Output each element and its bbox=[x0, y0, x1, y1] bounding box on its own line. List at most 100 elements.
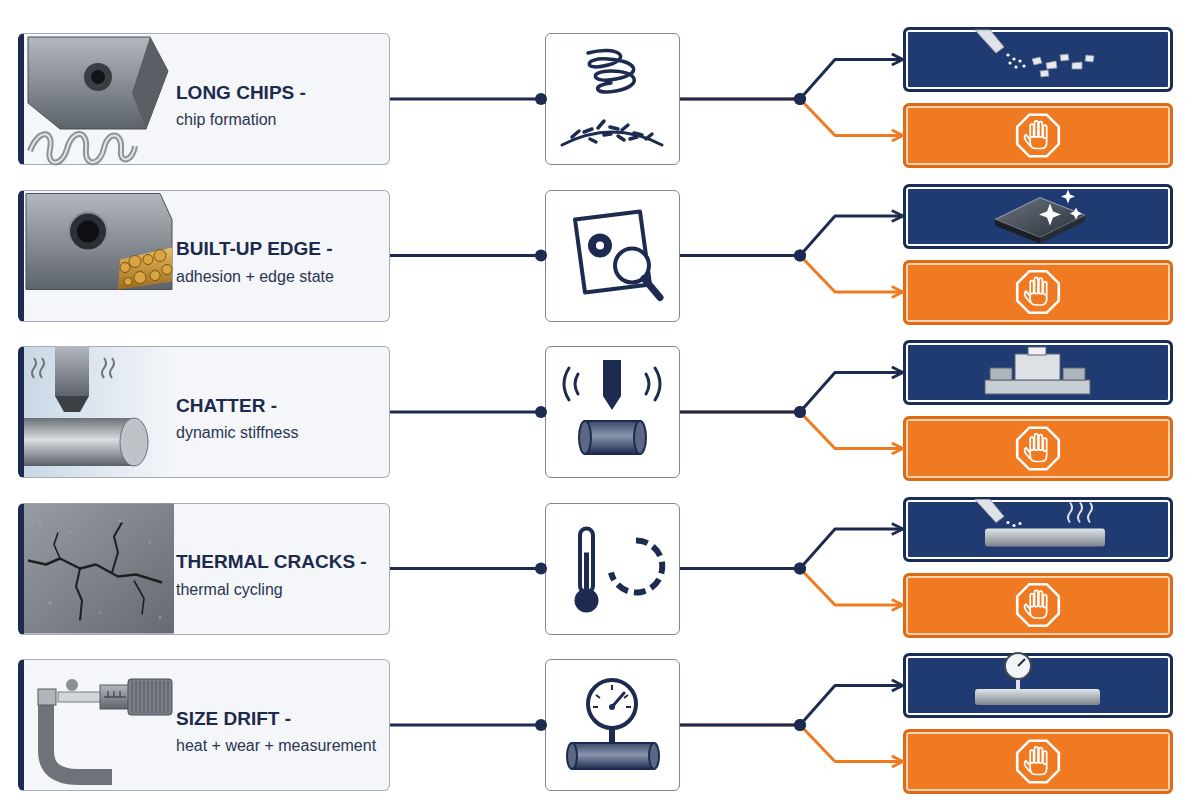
insert-inspect-icon bbox=[575, 212, 660, 298]
insert-inspect-icon bbox=[615, 249, 649, 283]
junction-dot bbox=[794, 93, 806, 105]
polished-insert-icon bbox=[1061, 190, 1075, 204]
fault-heading: SIZE DRIFT - bbox=[176, 708, 383, 731]
built-up-edge-photo bbox=[120, 263, 130, 273]
dial-gauge-icon bbox=[588, 680, 636, 728]
coolant-heat-icon bbox=[985, 529, 1105, 547]
micrometer-photo bbox=[128, 679, 172, 715]
coolant-chip-icon bbox=[1032, 54, 1094, 77]
stop-symbol bbox=[1017, 428, 1059, 470]
thermal-crack-photo bbox=[119, 519, 122, 522]
gauge-on-bar-icon bbox=[1005, 653, 1031, 679]
check-icon-box bbox=[545, 503, 680, 635]
tool-chip-photo bbox=[91, 70, 105, 84]
thermal-crack-photo bbox=[54, 533, 60, 559]
fault-heading: CHATTER - bbox=[176, 395, 383, 418]
tool-chip-photo bbox=[30, 134, 135, 163]
stop-symbol bbox=[1017, 584, 1059, 626]
thermal-crack-photo bbox=[149, 541, 151, 543]
flow-connector bbox=[390, 254, 545, 257]
fault-heading: LONG CHIPS - bbox=[176, 82, 383, 105]
flow-connector bbox=[680, 60, 903, 100]
flow-connector bbox=[680, 373, 903, 413]
chatter-photo bbox=[120, 418, 148, 466]
chatter-photo bbox=[40, 358, 44, 378]
insert-inspect-icon bbox=[644, 279, 660, 298]
vibration-icon bbox=[564, 360, 660, 454]
coolant-chip-icon bbox=[1085, 55, 1094, 62]
polished-insert-icon bbox=[995, 198, 1085, 238]
thermal-crack-photo bbox=[28, 523, 162, 621]
chatter-photo bbox=[32, 358, 114, 378]
built-up-edge-photo bbox=[69, 213, 107, 251]
micrometer-photo bbox=[38, 689, 56, 705]
fault-cause: chip formation bbox=[176, 110, 383, 130]
remedy-box bbox=[903, 27, 1173, 92]
junction-dot bbox=[535, 250, 547, 262]
built-up-edge-photo bbox=[129, 256, 141, 268]
junction-dot bbox=[535, 406, 547, 418]
coolant-heat-icon bbox=[1012, 524, 1015, 527]
dial-gauge-icon bbox=[593, 685, 631, 707]
polished-insert-icon bbox=[995, 190, 1085, 244]
fault-cause: thermal cycling bbox=[176, 580, 383, 600]
temperature-cycle-icon bbox=[575, 589, 599, 613]
chatter-photo bbox=[55, 346, 89, 396]
built-up-edge-photo bbox=[124, 278, 132, 286]
stop-connector bbox=[680, 256, 903, 293]
chatter-photo bbox=[102, 358, 106, 378]
row-illustrations bbox=[38, 653, 1100, 782]
vibration-icon bbox=[564, 368, 569, 400]
flow-connector bbox=[390, 411, 545, 414]
remedy-box bbox=[903, 184, 1173, 249]
flow-connector bbox=[680, 216, 903, 256]
gauge-on-bar-icon bbox=[1018, 659, 1025, 666]
coolant-heat-icon bbox=[975, 500, 1105, 547]
cause-box: CHATTER -dynamic stiffness bbox=[18, 346, 390, 478]
junction-dot bbox=[794, 250, 806, 262]
junction-dot bbox=[794, 250, 806, 262]
chip-spiral-icon bbox=[572, 121, 652, 142]
tool-chip-photo bbox=[28, 37, 168, 163]
junction-dot bbox=[794, 93, 806, 105]
chip-spiral-icon bbox=[562, 50, 662, 145]
check-icon-box bbox=[545, 659, 680, 791]
vibration-icon bbox=[575, 374, 578, 394]
check-icon-box bbox=[545, 190, 680, 322]
coolant-chip-icon bbox=[1040, 70, 1049, 77]
fixture-icon bbox=[985, 380, 1090, 394]
gauge-on-bar-icon bbox=[975, 653, 1100, 705]
thermal-crack-photo bbox=[28, 559, 162, 583]
stop-symbol bbox=[1017, 741, 1059, 783]
dial-gauge-icon bbox=[649, 743, 659, 769]
thermal-crack-photo bbox=[159, 616, 162, 619]
junction-dot bbox=[794, 563, 806, 575]
remedy-box bbox=[903, 340, 1173, 405]
thermal-crack-photo bbox=[24, 504, 174, 634]
vibration-icon bbox=[646, 374, 649, 394]
dial-gauge-icon bbox=[567, 680, 659, 769]
gauge-on-bar-icon bbox=[975, 689, 1100, 705]
stop-box bbox=[903, 260, 1173, 325]
insert-inspect-icon bbox=[590, 236, 610, 256]
dial-gauge-icon bbox=[612, 693, 624, 707]
dial-gauge-icon bbox=[609, 728, 615, 742]
stop-symbol bbox=[1017, 271, 1059, 313]
row-illustrations bbox=[28, 30, 1094, 163]
coolant-heat-icon bbox=[1006, 521, 1009, 524]
chatter-photo bbox=[24, 347, 174, 477]
remedy-box bbox=[903, 653, 1173, 718]
thermal-crack-photo bbox=[112, 523, 122, 573]
thermal-crack-photo bbox=[69, 531, 71, 533]
stop-connector bbox=[680, 725, 903, 762]
junction-dot bbox=[535, 719, 547, 731]
cause-box: THERMAL CRACKS -thermal cycling bbox=[18, 503, 390, 635]
built-up-edge-photo bbox=[26, 194, 172, 290]
fixture-icon bbox=[1063, 368, 1085, 380]
thermal-crack-photo bbox=[49, 601, 52, 604]
junction-dot bbox=[794, 406, 806, 418]
remedy-box bbox=[903, 497, 1173, 562]
built-up-edge-photo bbox=[26, 194, 172, 290]
coolant-chip-icon bbox=[1014, 65, 1017, 68]
built-up-edge-photo bbox=[118, 248, 172, 290]
